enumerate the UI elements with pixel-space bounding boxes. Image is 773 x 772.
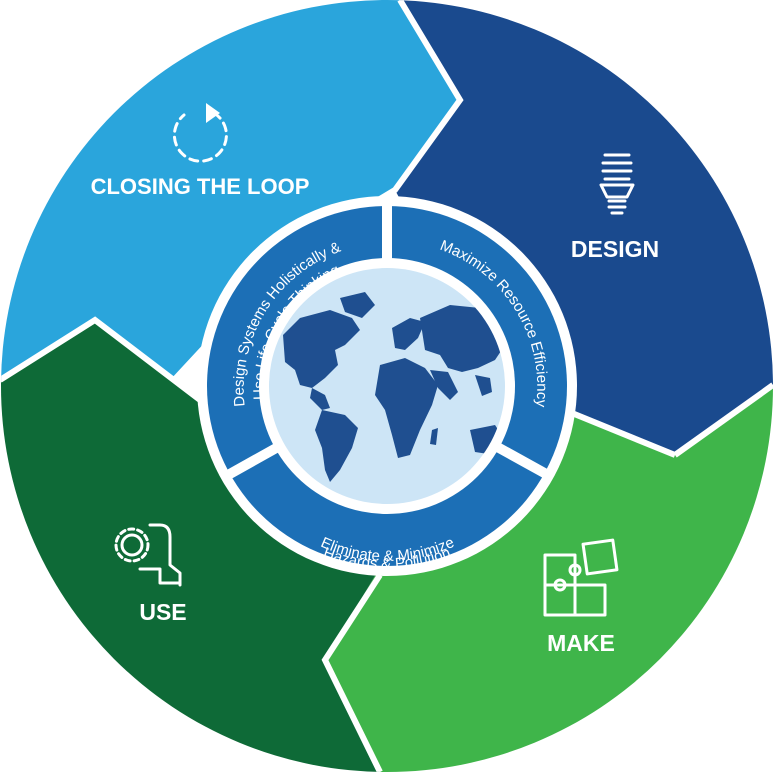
segment-label-make: MAKE bbox=[547, 630, 615, 656]
hand-gear-icon bbox=[114, 523, 182, 587]
world-map-icon bbox=[269, 268, 505, 504]
segment-label-use: USE bbox=[139, 599, 186, 625]
puzzle-icon bbox=[543, 538, 619, 617]
refresh-cycle-icon bbox=[172, 103, 228, 163]
segment-label-closing-the-loop: CLOSING THE LOOP bbox=[91, 174, 310, 199]
segment-label-design: DESIGN bbox=[571, 236, 659, 262]
light-bulb-icon bbox=[599, 153, 635, 215]
